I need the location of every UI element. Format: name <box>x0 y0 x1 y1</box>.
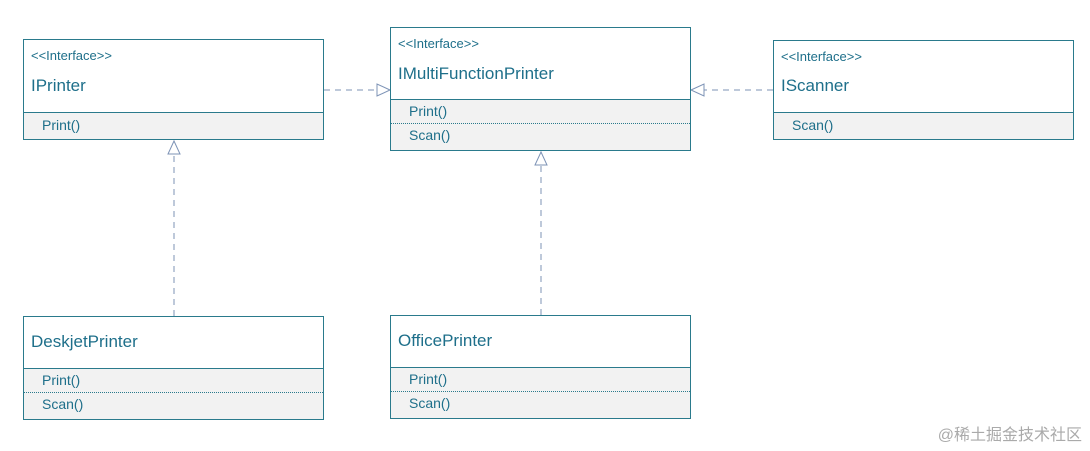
stereotype-label: <<Interface>> <box>781 49 862 64</box>
class-header-officeprinter: OfficePrinter <box>391 316 690 368</box>
watermark-text: @稀土掘金技术社区 <box>937 427 1082 444</box>
class-box-imultifunctionprinter[interactable]: <<Interface>> IMultiFunctionPrinter Prin… <box>390 27 691 151</box>
class-name-iprinter: IPrinter <box>31 76 86 95</box>
operation-scan: Scan() <box>24 392 323 415</box>
stereotype-label: <<Interface>> <box>31 48 112 63</box>
class-box-deskjetprinter[interactable]: DeskjetPrinter Print() Scan() <box>23 316 324 420</box>
operations-compartment-iprinter: Print() <box>24 113 323 139</box>
class-name-iscanner: IScanner <box>781 76 850 95</box>
operation-scan: Scan() <box>391 391 690 414</box>
operation-scan: Scan() <box>391 123 690 146</box>
class-header-imultifunctionprinter: <<Interface>> IMultiFunctionPrinter <box>391 28 690 100</box>
operations-compartment-officeprinter: Print() Scan() <box>391 368 690 418</box>
stereotype-label: <<Interface>> <box>398 36 479 51</box>
arrowhead-iprinter-to-imultifunctionprinter <box>376 83 392 97</box>
class-box-iprinter[interactable]: <<Interface>> IPrinter Print() <box>23 39 324 140</box>
operation-print: Print() <box>42 117 81 133</box>
operations-compartment-iscanner: Scan() <box>774 113 1073 139</box>
class-box-officeprinter[interactable]: OfficePrinter Print() Scan() <box>390 315 691 419</box>
operation-scan: Scan() <box>792 117 834 133</box>
class-header-iscanner: <<Interface>> IScanner <box>774 41 1073 113</box>
operation-print: Print() <box>409 103 448 119</box>
class-name-deskjetprinter: DeskjetPrinter <box>31 332 138 351</box>
operations-compartment-deskjetprinter: Print() Scan() <box>24 369 323 419</box>
arrowhead-iscanner-to-imultifunctionprinter <box>689 83 705 97</box>
operation-print: Print() <box>409 371 448 387</box>
class-header-deskjetprinter: DeskjetPrinter <box>24 317 323 369</box>
class-name-imultifunctionprinter: IMultiFunctionPrinter <box>398 64 554 83</box>
class-header-iprinter: <<Interface>> IPrinter <box>24 40 323 113</box>
class-box-iscanner[interactable]: <<Interface>> IScanner Scan() <box>773 40 1074 140</box>
operations-compartment-imultifunctionprinter: Print() Scan() <box>391 100 690 150</box>
arrowhead-deskjetprinter-to-iprinter <box>167 139 181 155</box>
class-name-officeprinter: OfficePrinter <box>398 331 493 350</box>
operation-print: Print() <box>42 372 81 388</box>
arrowhead-officeprinter-to-imultifunctionprinter <box>534 150 548 166</box>
